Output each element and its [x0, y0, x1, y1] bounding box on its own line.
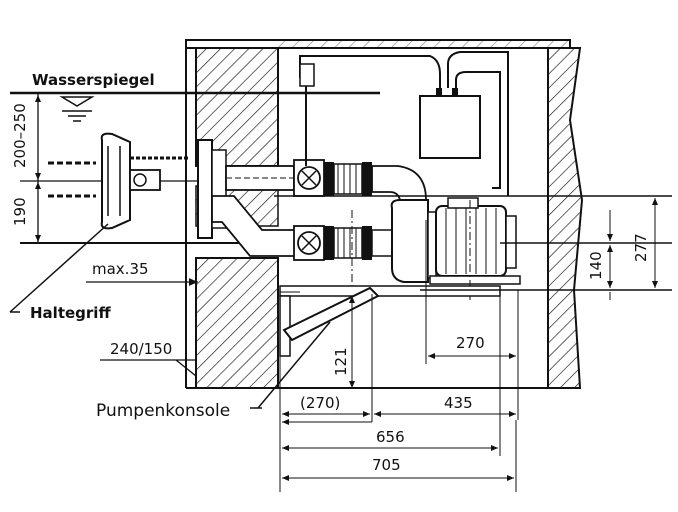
dim-277: 277 — [632, 233, 650, 262]
wasserspiegel-label: Wasserspiegel — [32, 71, 155, 89]
dim-270-right: 270 — [456, 334, 485, 352]
bottom-dimensions — [279, 294, 517, 492]
pump-shaft — [185, 39, 584, 389]
dim-705: 705 — [372, 456, 401, 474]
dim-270-right-line — [425, 220, 519, 420]
dim-656: 656 — [376, 428, 405, 446]
dim-121: 121 — [332, 347, 350, 376]
right-dimensions — [274, 195, 672, 300]
pipework — [197, 139, 427, 296]
max35-label: max.35 — [92, 260, 149, 278]
dim-435: 435 — [444, 394, 473, 412]
water-level — [10, 91, 380, 122]
dim-270-paren: (270) — [300, 394, 340, 412]
dim-140: 140 — [587, 251, 605, 280]
haltegriff-assembly — [48, 132, 190, 230]
pumpenkonsole-label: Pumpenkonsole — [96, 401, 230, 421]
control-box — [299, 51, 509, 196]
leaders — [9, 223, 331, 409]
dim-200-250: 200–250 — [11, 103, 29, 168]
pump-unit — [390, 197, 521, 300]
wall-thickness-label: 240/150 — [110, 340, 172, 358]
haltegriff-label: Haltegriff — [30, 304, 111, 322]
dim-190: 190 — [11, 197, 29, 226]
